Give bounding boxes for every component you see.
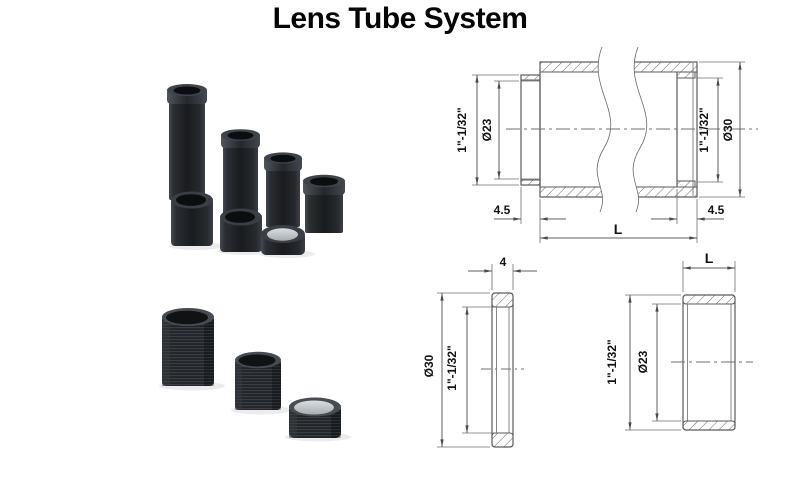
dim-label-male-thread-depth: 4.5 — [494, 203, 511, 217]
lens-tube-stub — [303, 174, 345, 233]
page-title: Lens Tube System — [272, 2, 528, 35]
dimension-length: L — [539, 199, 698, 243]
dimension-width: 4 — [468, 255, 537, 290]
photo-threaded-tube-set — [159, 308, 351, 442]
drawing-extension-tube: L 1"-1/32" Ø23 — [605, 250, 753, 431]
lens-ring-with-lens — [259, 225, 315, 258]
lens-cap — [169, 191, 223, 250]
dimension-male-thread-depth: 4.5 — [494, 187, 566, 224]
lens-tube-short — [264, 152, 302, 227]
dimension-bore: Ø23 — [636, 303, 681, 422]
dim-label-female-id: 1"-1/32" — [697, 107, 711, 152]
part-outline — [682, 294, 736, 431]
dim-label-outer-od: Ø30 — [721, 118, 735, 141]
drawing-retaining-ring: 4 Ø30 1"-1/32" — [422, 255, 537, 448]
dimension-female-thread-depth: 4.5 — [651, 189, 725, 224]
dim-label-male-od: 1"-1/32" — [455, 107, 469, 152]
lens-tube-medium — [221, 129, 260, 215]
dim-label-inner-id: 1"-1/32" — [445, 345, 459, 390]
threaded-tube-long — [159, 308, 225, 391]
lens-tube-long — [167, 84, 207, 200]
dimension-male-od: 1"-1/32" — [455, 74, 519, 186]
dim-label-female-thread-depth: 4.5 — [708, 203, 725, 217]
dimension-length: L — [682, 250, 736, 292]
dim-label-outer-od: 1"-1/32" — [605, 339, 619, 384]
part-outline — [491, 292, 514, 448]
threaded-ring-with-lens — [285, 397, 351, 442]
dim-label-outer-od: Ø30 — [422, 354, 436, 377]
dimension-inner-id: 1"-1/32" — [445, 306, 494, 434]
dimension-outer-od: Ø30 — [699, 61, 745, 198]
photo-anodized-tube-set — [167, 84, 345, 258]
dimension-bore: Ø23 — [480, 80, 519, 180]
break-line — [596, 46, 648, 213]
drawing-main-tube: 1"-1/32" Ø23 1"-1/32" Ø30 4.5 4.5 L — [455, 46, 758, 243]
lens-cap — [218, 208, 272, 255]
dim-label-bore: Ø23 — [636, 350, 650, 373]
dim-label-bore: Ø23 — [480, 118, 494, 141]
dimension-female-id: 1"-1/32" — [697, 77, 723, 183]
threaded-tube-medium — [231, 351, 291, 415]
dim-label-length: L — [614, 221, 623, 237]
dim-label-width: 4 — [500, 255, 507, 269]
dimension-outer-od: Ø30 — [422, 292, 490, 448]
dim-label-length: L — [705, 250, 714, 266]
dimension-outer-od: 1"-1/32" — [605, 294, 681, 431]
